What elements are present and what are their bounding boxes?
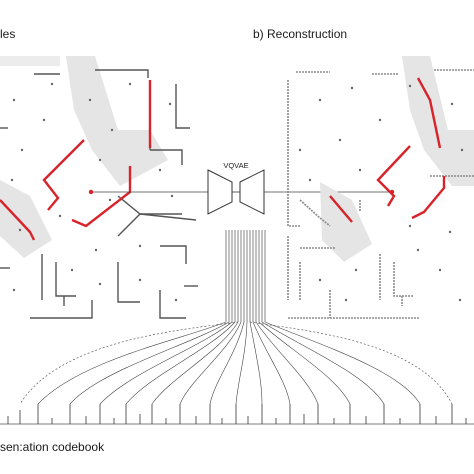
left-red-paths: [0, 80, 152, 241]
samples-panel-label: les: [0, 27, 16, 41]
left-shaded-region-lower: [0, 180, 52, 258]
latent-code-lines: [225, 230, 266, 322]
right-red-paths: [329, 77, 446, 223]
right-shaded-region-upper: [402, 56, 474, 186]
model-label: VQVAE: [223, 161, 248, 170]
left-walls: [0, 69, 198, 319]
trapezoid-decoder-icon: [239, 169, 265, 215]
right-shaded-region-lower: [320, 182, 372, 262]
left-shaded-region-upper: [66, 56, 168, 186]
vqvae-model: VQVAE: [207, 161, 265, 215]
right-walls: [287, 69, 474, 319]
left-dots: [10, 82, 178, 302]
codebook-strip: [0, 404, 474, 425]
left-panel: [0, 56, 198, 319]
right-agent-dot: [389, 189, 395, 195]
right-dots: [298, 84, 464, 302]
left-agent-dot: [88, 189, 94, 195]
left-shaded-region-top: [0, 56, 60, 66]
reconstruction-panel-label: b) Reconstruction: [253, 27, 348, 41]
codebook-fan-lines: [19, 321, 453, 405]
codebook-label: sen:ation codebook: [0, 440, 105, 454]
right-panel: [287, 56, 474, 319]
trapezoid-encoder-icon: [207, 169, 233, 215]
